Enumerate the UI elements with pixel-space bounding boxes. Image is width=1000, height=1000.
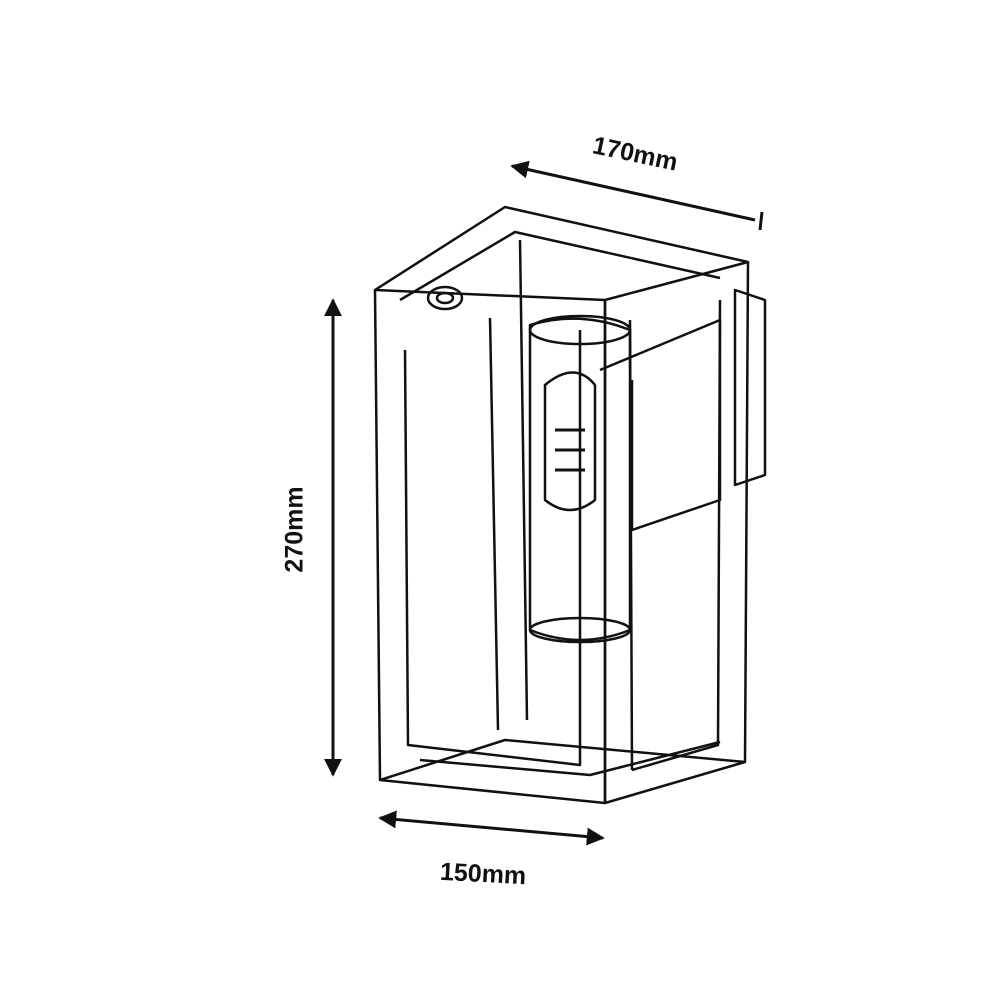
depth-dimension-line: [510, 160, 756, 222]
lantern-top: [373, 205, 750, 302]
wall-bracket: [733, 288, 767, 487]
height-label: 270mm: [280, 486, 309, 573]
side-frame: [603, 261, 750, 805]
width-dimension-line: [378, 810, 605, 846]
width-label: 150mm: [439, 857, 527, 891]
bulb-icon: [543, 371, 597, 512]
lantern-bottom: [379, 738, 746, 782]
motion-sensor: [426, 285, 464, 311]
